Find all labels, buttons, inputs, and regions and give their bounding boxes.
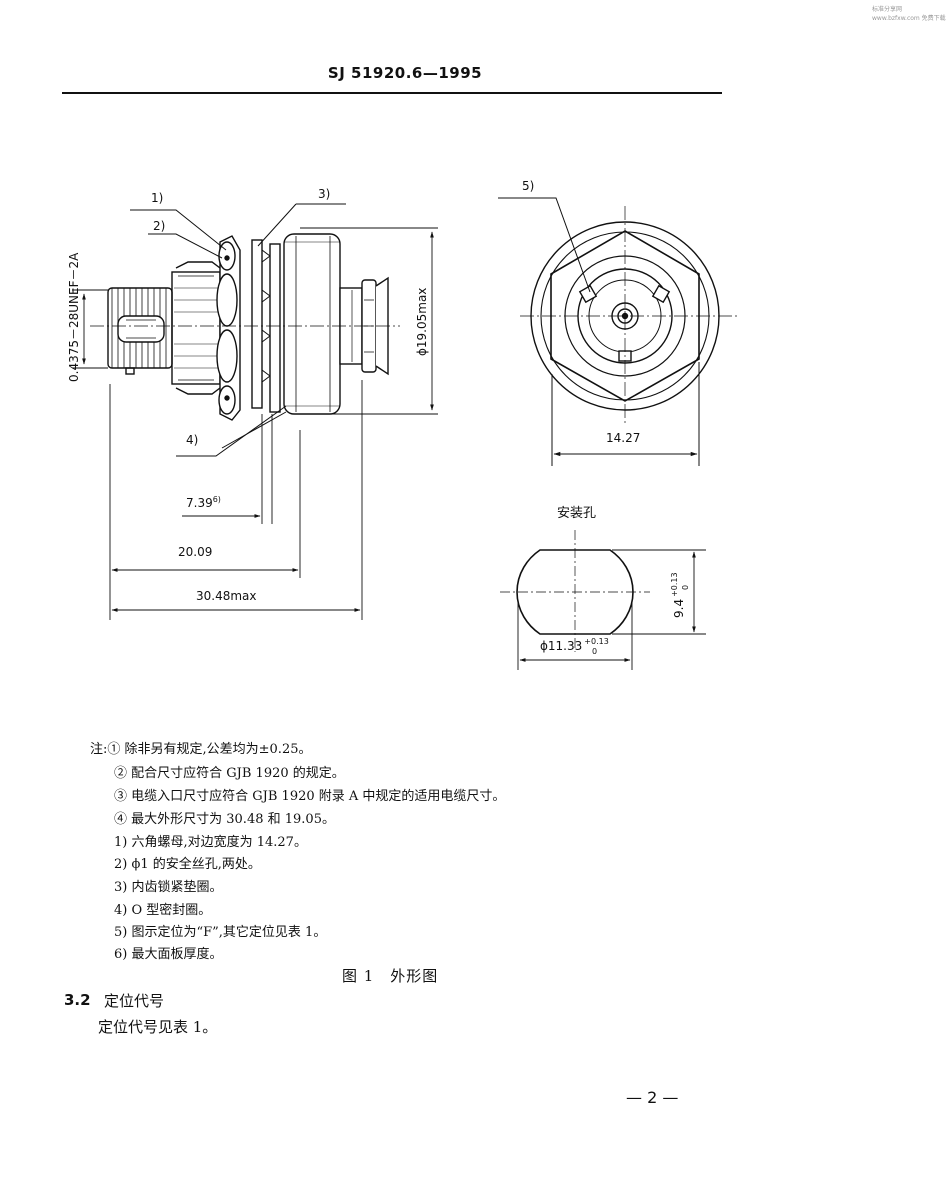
dim-14-27: 14.27: [606, 431, 640, 445]
callout-2: 2): [153, 219, 165, 233]
callout-leader-4b: [221, 411, 287, 449]
section-body: 定位代号见表 1。: [98, 1018, 218, 1036]
note-9: 5) 图示定位为“F”,其它定位见表 1。: [114, 925, 327, 940]
callout-3: 3): [318, 187, 330, 201]
callout-4: 4): [186, 433, 198, 447]
callout-leader-1: [130, 209, 227, 251]
section-number: 3.2: [64, 991, 91, 1009]
note-7: 3) 内齿锁紧垫圈。: [114, 880, 223, 895]
diameter-label: ϕ19.05max: [415, 288, 429, 356]
hole-width-tol-low: 0: [592, 647, 597, 656]
note-5: 1) 六角螺母,对边宽度为 14.27。: [114, 835, 307, 850]
hex-nut: [216, 235, 241, 421]
panel: [269, 243, 281, 413]
dim-20-09: 20.09: [178, 545, 212, 559]
section-title: 定位代号: [104, 992, 165, 1010]
side-view: [90, 233, 400, 421]
callout-leader-5: [498, 197, 591, 293]
callout-leader-3: [257, 203, 346, 247]
callout-5: 5): [522, 179, 534, 193]
figure-caption: 图 1 外形图: [342, 967, 439, 985]
front-view: [520, 206, 740, 426]
callout-1: 1): [151, 191, 163, 205]
rear-insert: [107, 287, 173, 375]
note-10: 6) 最大面板厚度。: [114, 947, 223, 962]
callout-leader-2: [148, 233, 223, 259]
thread-spec-label: 0.4375－28UNEF－2A: [67, 252, 81, 382]
connector-body: [171, 261, 221, 395]
note-4: ④ 最大外形尺寸为 30.48 和 19.05。: [114, 812, 335, 827]
hole-height-dim: 9.4+0.13: [670, 572, 686, 618]
dim-30-48: 30.48max: [196, 589, 257, 603]
note-2: ② 配合尺寸应符合 GJB 1920 的规定。: [114, 766, 345, 781]
hole-height-tol-low: 0: [681, 585, 690, 590]
note-8: 4) O 型密封圈。: [114, 903, 212, 918]
outline-drawing: 1) 2) 3) 4) 0.4375－28UNEF－2A ϕ19.05max 7…: [67, 179, 740, 670]
note-6: 2) ϕ1 的安全丝孔,两处。: [114, 857, 261, 872]
lock-washer: [251, 239, 271, 409]
flange: [283, 233, 341, 415]
page-number: — 2 —: [626, 1088, 679, 1107]
watermark-text: 标准分享网 www.bzfxw.com 免费下载: [872, 6, 946, 22]
callout-leader-4: [176, 405, 287, 457]
note-3: ③ 电缆入口尺寸应符合 GJB 1920 附录 A 中规定的适用电缆尺寸。: [114, 789, 506, 804]
mount-hole: [500, 530, 650, 652]
header-rule: [62, 92, 722, 94]
hole-width-dim: ϕ11.33+0.13: [540, 637, 609, 653]
dim-7-39: 7.396): [186, 495, 221, 510]
note-1: 注:① 除非另有规定,公差均为±0.25。: [90, 742, 312, 757]
mount-hole-title: 安装孔: [557, 506, 596, 521]
document-code: SJ 51920.6—1995: [327, 64, 483, 82]
